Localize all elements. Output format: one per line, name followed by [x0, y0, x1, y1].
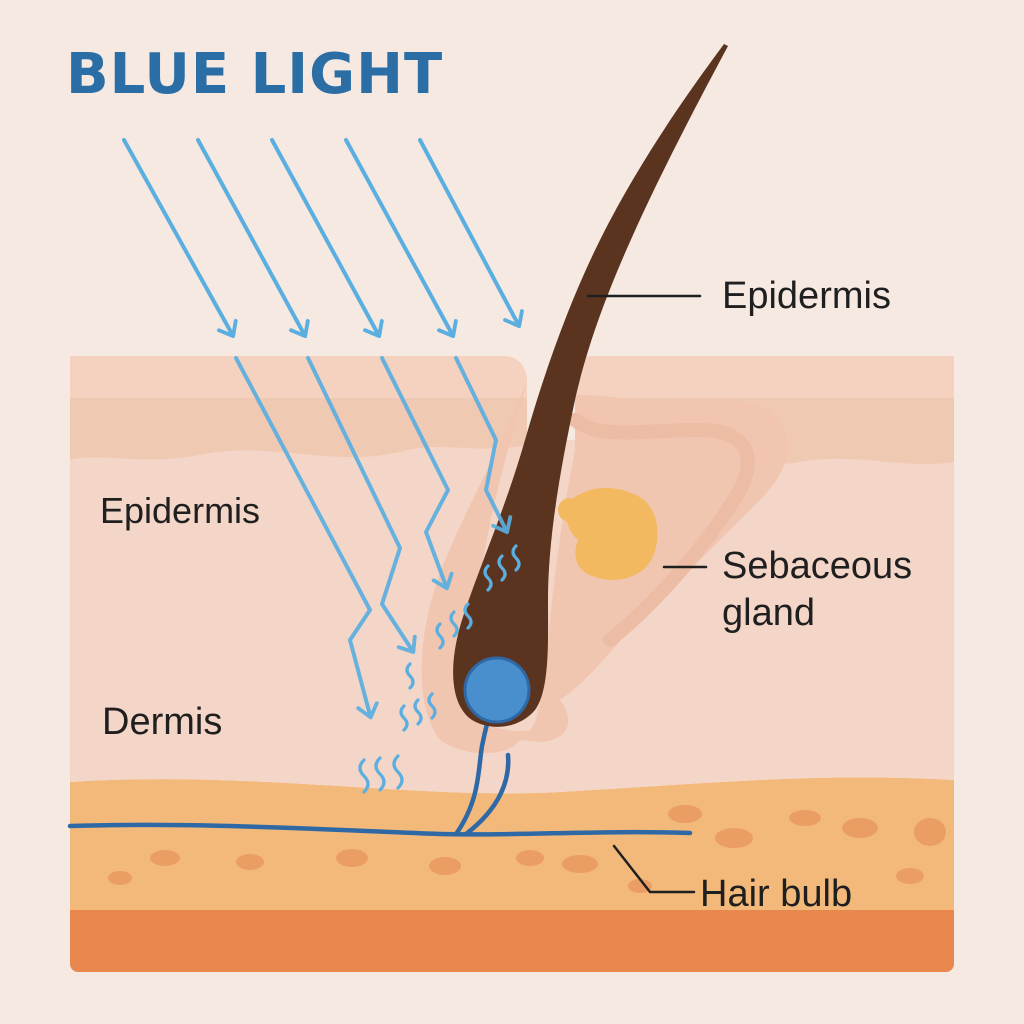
label-hair-bulb: Hair bulb — [700, 873, 853, 915]
incoming-light-rays — [122, 138, 524, 339]
penetrating-light-rays — [234, 356, 513, 720]
label-sebaceous-gland-line2: gland — [722, 592, 815, 634]
hair-bulb — [463, 656, 531, 724]
fat-layer — [70, 777, 954, 910]
label-epidermis-top: Epidermis — [722, 275, 891, 317]
sebaceous-lobe — [558, 498, 582, 522]
epidermis-surface-left — [70, 356, 527, 398]
heat-waves — [358, 544, 521, 794]
label-sebaceous-gland-line1: Sebaceous — [722, 545, 913, 587]
diagram-title: BLUE LIGHT — [66, 42, 444, 107]
fat-cells — [108, 805, 946, 893]
label-epidermis-left: Epidermis — [100, 490, 261, 531]
leader-lines — [586, 294, 708, 894]
epidermis-surface-right — [575, 356, 954, 398]
sebaceous-gland — [566, 487, 658, 580]
label-dermis: Dermis — [102, 701, 223, 743]
hair-shaft — [453, 44, 728, 727]
sebaceous-duct — [568, 413, 755, 647]
